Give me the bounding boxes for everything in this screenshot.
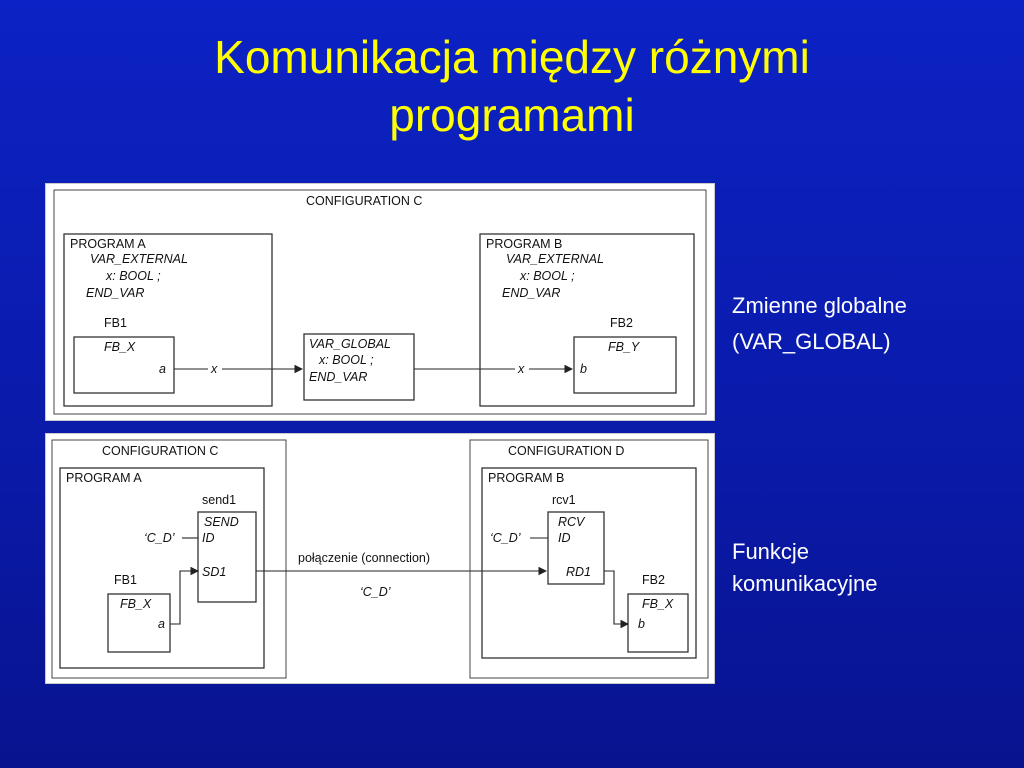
fb2-label: FB2	[642, 573, 665, 587]
configuration-c-label: CONFIGURATION C	[306, 194, 422, 208]
fb1-to-sd1-wire	[170, 566, 200, 625]
configuration-d-label: CONFIGURATION D	[508, 444, 624, 458]
rd1-to-fb2-wire	[604, 570, 630, 629]
program-b-label: PROGRAM B	[488, 471, 564, 485]
program-b-var-external: VAR_EXTERNAL	[506, 252, 604, 266]
rcv1-instance: rcv1	[552, 493, 576, 507]
program-b-label: PROGRAM B	[486, 237, 562, 251]
send-block	[197, 511, 257, 603]
rcv-rd1-port: RD1	[566, 565, 591, 579]
program-b-box	[481, 467, 697, 659]
connection-id: ‘C_D’	[360, 585, 391, 599]
send1-instance: send1	[202, 493, 236, 507]
program-a-end-var: END_VAR	[86, 286, 144, 300]
send-sd1-port: SD1	[202, 565, 226, 579]
fb1-port-a: a	[158, 617, 165, 631]
var-global-box	[303, 333, 415, 401]
comm-note-line-1: Funkcje	[732, 539, 810, 564]
fb2-port-b: b	[580, 362, 587, 376]
global-note-line-2: (VAR_GLOBAL)	[732, 329, 891, 354]
send-type: SEND	[204, 515, 239, 529]
fb1-label: FB1	[104, 316, 127, 330]
configuration-c-label: CONFIGURATION C	[102, 444, 218, 458]
send-id-value: ‘C_D’	[144, 531, 175, 545]
rcv-id-port: ID	[558, 531, 571, 545]
configuration-c-frame	[51, 439, 287, 679]
fb2-label: FB2	[610, 316, 633, 330]
global-note-line-1: Zmienne globalne	[732, 293, 907, 318]
fb1-port-a: a	[159, 362, 166, 376]
communication-diagram: CONFIGURATION C PROGRAM A send1 SEND ID …	[45, 433, 715, 684]
fb1-block	[73, 336, 175, 394]
var-global-end: END_VAR	[309, 370, 367, 384]
program-b-declaration: x: BOOL ;	[519, 269, 575, 283]
program-a-label: PROGRAM A	[66, 471, 142, 485]
fb1-type: FB_X	[104, 340, 136, 354]
wire-left-label: x	[210, 362, 218, 376]
var-global-label: VAR_GLOBAL	[309, 337, 391, 351]
title-line-2: programami	[389, 89, 635, 141]
fb2-type: FB_Y	[608, 340, 641, 354]
configuration-d-frame	[469, 439, 709, 679]
global-variables-note: Zmienne globalne (VAR_GLOBAL)	[732, 288, 907, 360]
connection-label: połączenie (connection)	[298, 551, 430, 565]
fb2-port-b: b	[638, 617, 645, 631]
communication-note: Funkcje komunikacyjne	[732, 536, 878, 600]
configuration-c-frame	[53, 189, 707, 415]
program-b-end-var: END_VAR	[502, 286, 560, 300]
comm-note-line-2: komunikacyjne	[732, 571, 878, 596]
global-variables-svg: CONFIGURATION C PROGRAM A VAR_EXTERNAL x…	[53, 189, 707, 415]
send-id-port: ID	[202, 531, 215, 545]
fb2-type: FB_X	[642, 597, 674, 611]
global-variables-diagram: CONFIGURATION C PROGRAM A VAR_EXTERNAL x…	[45, 183, 715, 421]
program-a-box	[59, 467, 265, 669]
program-a-box	[63, 233, 273, 407]
rcv-block	[547, 511, 605, 585]
fb1-block	[107, 593, 171, 653]
fb1-label: FB1	[114, 573, 137, 587]
rcv-id-value: ‘C_D’	[490, 531, 521, 545]
fb2-block	[573, 336, 677, 394]
communication-svg: CONFIGURATION C PROGRAM A send1 SEND ID …	[51, 439, 709, 679]
fb1-type: FB_X	[120, 597, 152, 611]
title-line-1: Komunikacja między różnymi	[214, 31, 810, 83]
var-global-declaration: x: BOOL ;	[318, 353, 374, 367]
wire-right-label: x	[517, 362, 525, 376]
program-b-box	[479, 233, 695, 407]
program-a-declaration: x: BOOL ;	[105, 269, 161, 283]
program-a-var-external: VAR_EXTERNAL	[90, 252, 188, 266]
rcv-type: RCV	[558, 515, 586, 529]
program-a-label: PROGRAM A	[70, 237, 146, 251]
slide-title: Komunikacja między różnymi programami	[0, 28, 1024, 144]
